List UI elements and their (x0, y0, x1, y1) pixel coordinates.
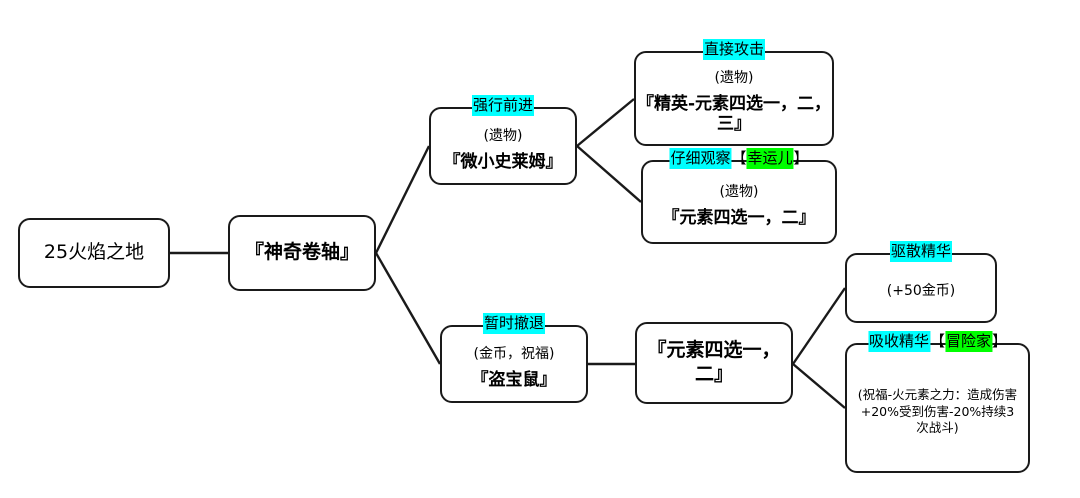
node-direct-attack-reward: 『精英-元素四选一，二，三』 (636, 93, 832, 135)
edge-scroll-to-advance (374, 145, 431, 254)
edge-advance-to-attack (576, 98, 635, 147)
title-highlight-cyan: 强行前进 (471, 95, 535, 116)
node-scroll-label: 『神奇卷轴』 (244, 241, 359, 264)
title-highlight-green: 幸运儿 (746, 148, 794, 169)
node-temporary-retreat[interactable]: 暂时撤退 (金币，祝福) 『盗宝鼠』 (440, 313, 588, 403)
title-highlight-cyan: 直接攻击 (702, 39, 766, 60)
node-root-label: 25火焰之地 (43, 241, 145, 264)
edge-element-to-dispel (792, 287, 846, 365)
node-absorb-essence-title: 吸收精华【冒险家】 (867, 331, 1008, 352)
node-temporary-retreat-reward: 『盗宝鼠』 (471, 369, 557, 390)
bracket-open: 【 (929, 332, 945, 350)
bracket-open: 【 (731, 149, 747, 167)
node-element-choice[interactable]: 『元素四选一，二』 (635, 322, 793, 404)
node-temporary-retreat-title: 暂时撤退 (482, 313, 546, 334)
bracket-close: 】 (793, 149, 809, 167)
node-dispel-essence-subtitle: (+50金币) (886, 283, 956, 300)
node-absorb-essence[interactable]: 吸收精华【冒险家】 (祝福-火元素之力：造成伤害+20%受到伤害-20%持续3次… (845, 331, 1030, 473)
edge-advance-to-observe (576, 145, 642, 203)
node-force-advance-reward: 『微小史莱姆』 (443, 151, 563, 172)
node-careful-observation-title: 仔细观察【幸运儿】 (669, 148, 809, 169)
node-direct-attack-subtitle: (遗物) (714, 70, 754, 87)
bracket-close: 】 (992, 332, 1008, 350)
node-dispel-essence[interactable]: 驱散精华 (+50金币) (845, 241, 997, 323)
title-highlight-cyan: 暂时撤退 (482, 313, 546, 334)
node-force-advance-subtitle: (遗物) (483, 128, 523, 145)
node-careful-observation-reward: 『元素四选一，二』 (662, 207, 816, 228)
node-root-fire-land[interactable]: 25火焰之地 (18, 218, 170, 288)
node-magic-scroll[interactable]: 『神奇卷轴』 (228, 215, 376, 291)
node-force-advance-title: 强行前进 (471, 95, 535, 116)
node-temporary-retreat-subtitle: (金币，祝福) (473, 346, 555, 363)
edge-element-to-absorb (792, 363, 846, 409)
edge-scroll-to-retreat (374, 252, 442, 365)
node-direct-attack-title: 直接攻击 (702, 39, 766, 60)
node-dispel-essence-title: 驱散精华 (889, 241, 953, 262)
title-highlight-green: 冒险家 (945, 331, 993, 352)
node-direct-attack[interactable]: 直接攻击 (遗物) 『精英-元素四选一，二，三』 (634, 39, 834, 146)
node-absorb-essence-description: (祝福-火元素之力：造成伤害+20%受到伤害-20%持续3次战斗) (857, 386, 1018, 436)
node-force-advance[interactable]: 强行前进 (遗物) 『微小史莱姆』 (429, 95, 577, 185)
node-careful-observation[interactable]: 仔细观察【幸运儿】 (遗物) 『元素四选一，二』 (641, 148, 837, 244)
title-highlight-cyan: 仔细观察 (669, 148, 732, 169)
node-careful-observation-subtitle: (遗物) (719, 184, 759, 201)
title-highlight-cyan: 吸收精华 (867, 331, 930, 352)
node-element-choice-label: 『元素四选一，二』 (647, 339, 781, 385)
title-highlight-cyan: 驱散精华 (889, 241, 953, 262)
